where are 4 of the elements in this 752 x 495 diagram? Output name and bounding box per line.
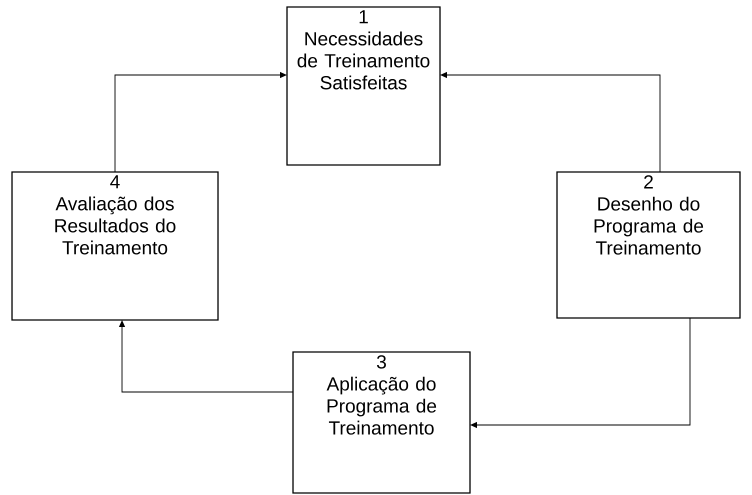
process-box: 2 Desenho do Programa de Treinamento — [556, 171, 741, 319]
process-box: 4 Avaliação dos Resultados do Treinamento — [11, 171, 219, 321]
process-box: 1 Necessidades de Treinamento Satisfeitas — [286, 6, 441, 166]
process-box: 3 Aplicação do Programa de Treinamento — [292, 351, 471, 494]
